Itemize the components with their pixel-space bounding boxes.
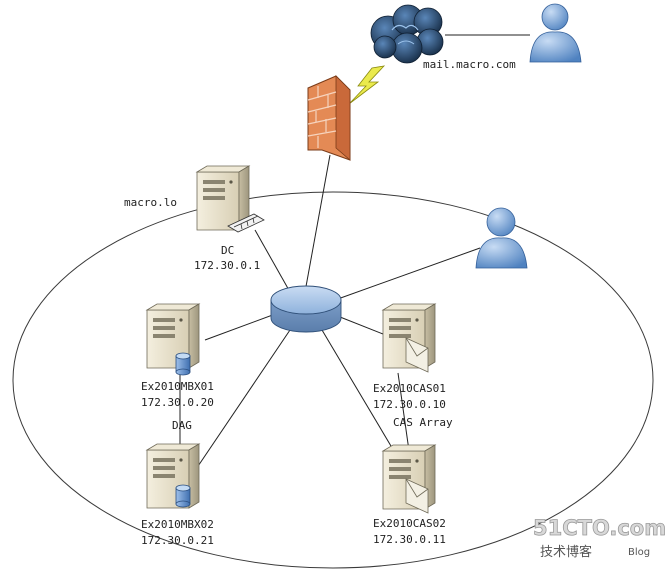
link-mbx01-router bbox=[204, 312, 279, 341]
watermark-blog: Blog bbox=[628, 547, 650, 558]
lightning-icon bbox=[348, 65, 386, 105]
internal-user-icon bbox=[475, 207, 528, 269]
network-boundary bbox=[12, 191, 654, 569]
link-firewall-router bbox=[304, 154, 331, 293]
server-cas02-ip: 172.30.0.11 bbox=[373, 533, 446, 546]
server-cas01-name: Ex2010CAS01 bbox=[373, 382, 446, 395]
watermark-sub: 技术博客 bbox=[540, 544, 592, 560]
firewall-icon bbox=[307, 75, 351, 161]
watermark-main: 51CTO.com bbox=[533, 516, 666, 540]
mail-icon bbox=[405, 337, 429, 373]
server-mbx01-ip: 172.30.0.20 bbox=[141, 396, 214, 409]
link-user-router bbox=[334, 247, 481, 301]
server-cas02-name: Ex2010CAS02 bbox=[373, 517, 446, 530]
internet-cloud-icon bbox=[370, 4, 444, 64]
dag-label: DAG bbox=[172, 419, 192, 432]
server-mbx01-name: Ex2010MBX01 bbox=[141, 380, 214, 393]
server-dc-name: DC bbox=[221, 244, 234, 257]
network-domain-label: macro.lo bbox=[124, 196, 177, 209]
cas-array-label: CAS Array bbox=[393, 416, 453, 429]
server-cas01 bbox=[382, 303, 436, 373]
link-dc-router bbox=[254, 229, 291, 293]
ethernet-icon bbox=[227, 213, 265, 233]
server-cas02 bbox=[382, 444, 436, 514]
server-dc-ip: 172.30.0.1 bbox=[194, 259, 260, 272]
internet-domain-label: mail.macro.com bbox=[423, 58, 516, 71]
internet-user-icon bbox=[529, 3, 582, 63]
server-dc bbox=[196, 165, 265, 233]
database-icon bbox=[175, 484, 191, 508]
link-cas01-router bbox=[334, 314, 384, 335]
mail-icon bbox=[405, 478, 429, 514]
watermark-logo: 51CTO.com 技术博客 Blog bbox=[533, 516, 667, 560]
server-mbx02-name: Ex2010MBX02 bbox=[141, 518, 214, 531]
router-icon bbox=[270, 285, 342, 333]
server-mbx02 bbox=[146, 443, 200, 509]
server-mbx02-ip: 172.30.0.21 bbox=[141, 534, 214, 547]
server-mbx01 bbox=[146, 303, 200, 376]
link-mbx02-router bbox=[189, 329, 291, 479]
server-cas01-ip: 172.30.0.10 bbox=[373, 398, 446, 411]
database-icon bbox=[175, 352, 191, 376]
